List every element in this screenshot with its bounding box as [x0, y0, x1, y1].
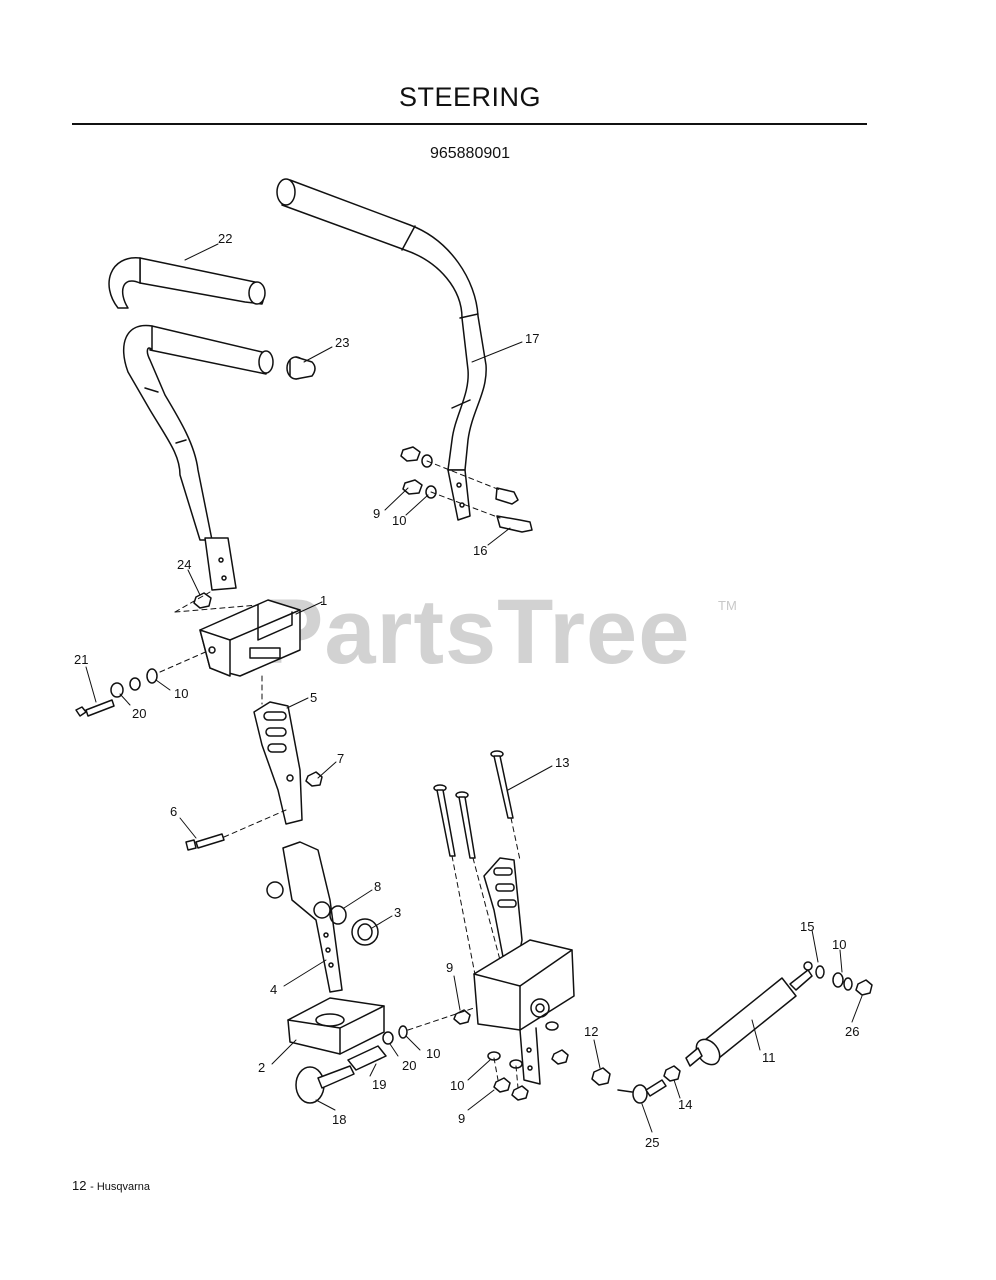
part-8-oring[interactable] [329, 905, 347, 925]
part-22-handle-tube[interactable] [108, 257, 266, 309]
callout-10[interactable]: 10 [426, 1046, 440, 1061]
right-control-lever[interactable] [483, 857, 523, 963]
callout-8[interactable]: 8 [374, 879, 381, 894]
assembly-lines-bracket [159, 591, 263, 705]
leader-lines [85, 243, 863, 1133]
left-handle-arm[interactable] [123, 324, 274, 591]
callout-15[interactable]: 15 [800, 919, 814, 934]
part-17-right-handle[interactable] [276, 178, 487, 521]
page-title: STEERING [398, 82, 542, 112]
part-7-nut[interactable] [305, 771, 323, 787]
part-20-lockwasher-lower[interactable] [382, 1031, 394, 1045]
page-footer: 12 - Husqvarna [72, 1178, 150, 1193]
callout-16[interactable]: 16 [473, 543, 487, 558]
footer-page-number: 12 [72, 1178, 87, 1193]
assembly-lines-housing [407, 1007, 519, 1089]
watermark: PartsTree [262, 581, 691, 683]
part-5-control-lever[interactable] [253, 701, 303, 825]
callout-13[interactable]: 13 [555, 755, 569, 770]
footer-brand: Husqvarna [96, 1181, 151, 1193]
part-14-nut[interactable] [663, 1065, 681, 1082]
assembly-lines-lever [223, 809, 287, 838]
part-19-spacer[interactable] [347, 1045, 387, 1071]
part-25-rod-end[interactable] [617, 1079, 667, 1104]
callout-2[interactable]: 2 [258, 1060, 265, 1075]
callout-12[interactable]: 12 [584, 1024, 598, 1039]
callout-26[interactable]: 26 [845, 1024, 859, 1039]
callout-10[interactable]: 10 [832, 937, 846, 952]
callout-19[interactable]: 19 [372, 1077, 386, 1092]
part-number: 965880901 [429, 145, 511, 162]
callout-7[interactable]: 7 [337, 751, 344, 766]
part-4-pivot-arm[interactable] [266, 841, 343, 993]
part-12-nut[interactable] [591, 1067, 611, 1086]
assembly-lines-upper [426, 460, 501, 519]
callout-18[interactable]: 18 [332, 1112, 346, 1127]
callout-9[interactable]: 9 [458, 1111, 465, 1126]
assembly-lines-bolts [451, 817, 521, 991]
part-9-nut-upper[interactable] [400, 446, 423, 495]
callout-11[interactable]: 11 [762, 1050, 776, 1065]
part-9-nut-mid[interactable] [453, 1009, 569, 1101]
callout-22[interactable]: 22 [218, 231, 232, 246]
callout-9[interactable]: 9 [446, 960, 453, 975]
callout-14[interactable]: 14 [678, 1097, 692, 1112]
footer-separator: - [90, 1181, 97, 1193]
part-24-nut[interactable] [193, 592, 212, 609]
callout-21[interactable]: 21 [74, 652, 88, 667]
part-26-nut[interactable] [855, 979, 873, 996]
part-10-washer-right[interactable] [832, 972, 853, 991]
callout-4[interactable]: 4 [270, 982, 277, 997]
callout-17[interactable]: 17 [525, 331, 539, 346]
part-18-knob[interactable] [295, 1065, 355, 1104]
callout-5[interactable]: 5 [310, 690, 317, 705]
part-10-washer-lower[interactable] [398, 1025, 408, 1039]
callout-23[interactable]: 23 [335, 335, 349, 350]
callout-24[interactable]: 24 [177, 557, 191, 572]
title-rule [72, 123, 867, 125]
callout-9[interactable]: 9 [373, 506, 380, 521]
part-2-lever-base[interactable] [287, 997, 385, 1055]
part-21-bolt[interactable] [75, 699, 115, 717]
part-23-end-cap[interactable] [286, 356, 316, 380]
callout-1[interactable]: 1 [320, 593, 327, 608]
callout-20[interactable]: 20 [132, 706, 146, 721]
callout-3[interactable]: 3 [394, 905, 401, 920]
part-10-washer-left[interactable] [129, 668, 158, 691]
part-1-mount-bracket[interactable] [199, 599, 301, 677]
watermark-tm: TM [718, 598, 737, 613]
part-16-bolts[interactable] [495, 487, 533, 533]
part-13-carriage-bolts[interactable] [433, 750, 514, 859]
right-lever-housing[interactable] [473, 939, 575, 1085]
part-6-bolt[interactable] [185, 833, 225, 851]
part-3-bushing[interactable] [351, 918, 379, 946]
callout-10[interactable]: 10 [450, 1078, 464, 1093]
callout-20[interactable]: 20 [402, 1058, 416, 1073]
callout-25[interactable]: 25 [645, 1135, 659, 1150]
part-15-spacer[interactable] [815, 965, 825, 979]
callout-10[interactable]: 10 [174, 686, 188, 701]
callout-6[interactable]: 6 [170, 804, 177, 819]
callout-10[interactable]: 10 [392, 513, 406, 528]
part-11-damper[interactable] [685, 961, 813, 1069]
